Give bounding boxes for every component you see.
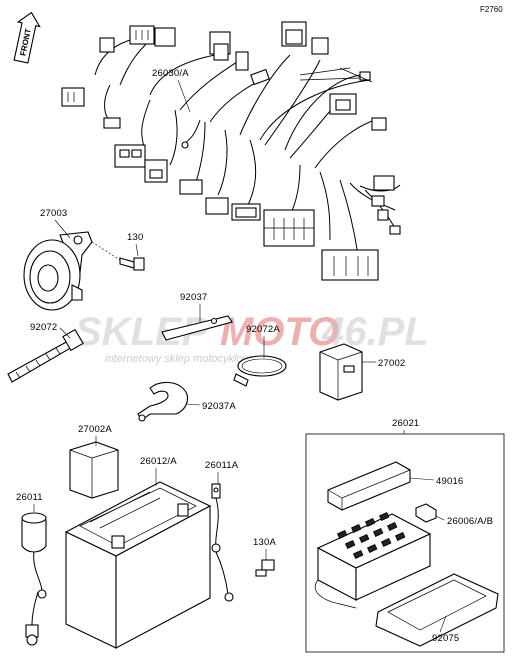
- battery: [64, 481, 212, 649]
- label-92037: 92037: [180, 292, 207, 303]
- figure-code: F2760: [480, 5, 503, 14]
- label-130: 130: [127, 232, 143, 243]
- main-wiring-harness: [61, 21, 401, 281]
- relay-right: [319, 343, 363, 401]
- label-130A: 130A: [253, 537, 276, 548]
- label-27003: 27003: [40, 208, 67, 219]
- cable-band-large: [7, 328, 84, 383]
- cable-band-small: [233, 355, 287, 387]
- watermark-tagline: internetowy sklep motocyklowy: [105, 353, 258, 365]
- label-27002: 27002: [378, 358, 405, 369]
- label-26012A: 26012/A: [140, 456, 177, 467]
- small-bolt: [255, 559, 275, 577]
- label-26011: 26011: [16, 492, 43, 503]
- horn-bolt: [119, 257, 145, 271]
- fuse-box-assembly: [305, 433, 505, 653]
- battery-lead: [211, 483, 234, 602]
- harness-connector-left: [61, 87, 85, 107]
- horn: [23, 231, 93, 311]
- watermark-brand-mid: MOTO: [220, 310, 339, 354]
- label-26011A: 26011A: [205, 460, 239, 471]
- ground-lead: [21, 512, 47, 646]
- label-26006AB: 26006/A/B: [447, 516, 493, 527]
- label-27002A: 27002A: [78, 424, 112, 435]
- label-92075: 92075: [432, 633, 459, 644]
- label-92037A: 92037A: [202, 401, 236, 412]
- relay-left: [69, 441, 119, 499]
- fuse-slots: [336, 511, 406, 559]
- label-49016: 49016: [436, 476, 463, 487]
- bracket-plate: [161, 315, 233, 341]
- label-26021: 26021: [392, 418, 419, 429]
- label-26030A: 26030/A: [152, 68, 189, 79]
- clamp: [137, 381, 189, 422]
- front-arrow-badge: FRONT: [13, 11, 41, 64]
- label-92072: 92072: [30, 322, 57, 333]
- label-92072A: 92072A: [246, 324, 280, 335]
